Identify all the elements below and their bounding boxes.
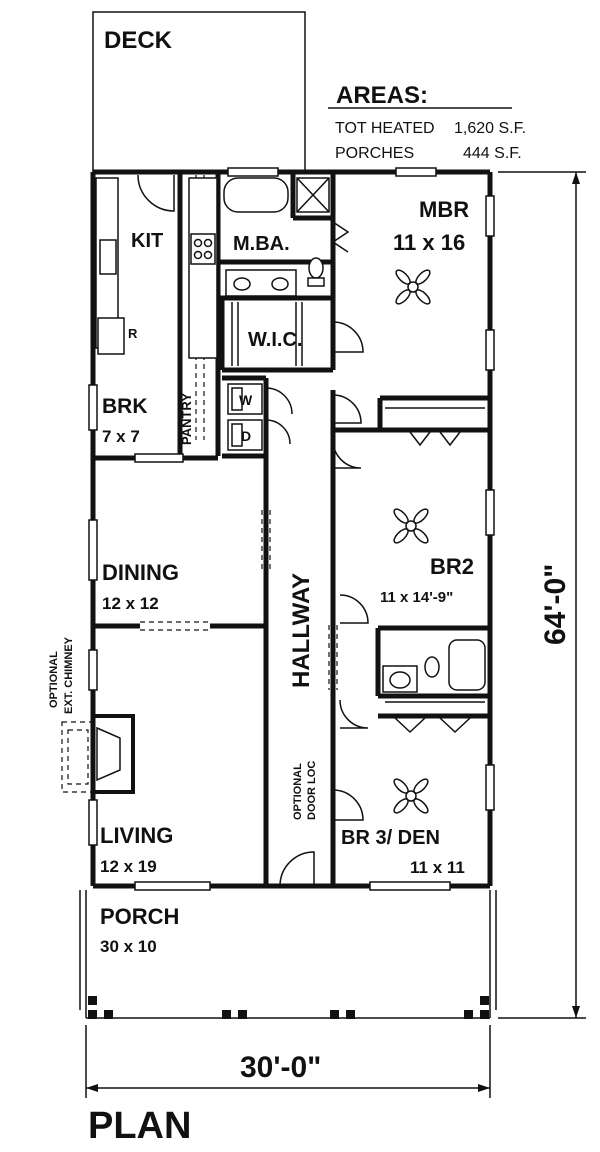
br3-size: 11 x 11 [410, 858, 465, 877]
windows [88, 167, 495, 891]
br2-size: 11 x 14'-9" [380, 589, 453, 606]
ceiling-fan-br3-icon [393, 778, 429, 814]
porch-columns [88, 996, 489, 1019]
ceiling-fan-mbr-icon [395, 269, 431, 305]
mba-label: M.BA. [233, 233, 290, 255]
kitchen-fixtures [95, 177, 218, 359]
optional-chimney-line1: OPTIONAL [48, 651, 60, 708]
dryer-label: D [241, 428, 251, 444]
kit-label: KIT [131, 230, 163, 252]
refrigerator-label: R [128, 326, 138, 341]
deck-label: DECK [104, 27, 173, 54]
washer-label: W [239, 392, 253, 408]
porches-value: 444 S.F. [463, 145, 522, 162]
width-dimension-label: 30'-0" [240, 1051, 321, 1084]
tot-heated-label: TOT HEATED [335, 120, 435, 137]
plan-title: PLAN [88, 1105, 191, 1147]
door-swings [137, 174, 471, 887]
dimension-lines [85, 171, 586, 1098]
br3-label: BR 3/ DEN [341, 827, 440, 849]
living-size: 12 x 19 [100, 857, 157, 876]
dashed-openings [140, 175, 338, 690]
living-label: LIVING [100, 823, 173, 848]
laundry-units [227, 383, 263, 451]
ceiling-fans [393, 269, 431, 814]
wic-label: W.I.C. [248, 329, 302, 351]
hallway-label: HALLWAY [288, 573, 315, 688]
ceiling-fan-br2-icon [393, 508, 429, 544]
brk-label: BRK [102, 395, 148, 418]
optional-door-line1: OPTIONAL [292, 763, 304, 820]
mbr-label: MBR [419, 197, 469, 222]
closet-shelves [231, 302, 485, 703]
pantry-label: PANTRY [179, 393, 194, 445]
br2-label: BR2 [430, 554, 474, 579]
brk-size: 7 x 7 [102, 427, 140, 446]
fireplace [61, 714, 135, 794]
bath-fixtures [223, 177, 486, 693]
porch-label: PORCH [100, 904, 179, 929]
areas-title: AREAS: [336, 82, 428, 109]
porch-size: 30 x 10 [100, 937, 157, 956]
depth-dimension-label: 64'-0" [539, 564, 572, 645]
interior-walls [93, 172, 490, 886]
optional-door-line2: DOOR LOC [306, 761, 318, 820]
porches-label: PORCHES [335, 145, 414, 162]
mbr-size: 11 x 16 [393, 230, 465, 255]
tot-heated-value: 1,620 S.F. [454, 120, 526, 137]
deck-outline [92, 11, 306, 172]
dining-size: 12 x 12 [102, 594, 159, 613]
dining-label: DINING [102, 560, 179, 585]
optional-chimney-line2: EXT. CHIMNEY [63, 636, 75, 714]
porch-outline [79, 890, 497, 1019]
